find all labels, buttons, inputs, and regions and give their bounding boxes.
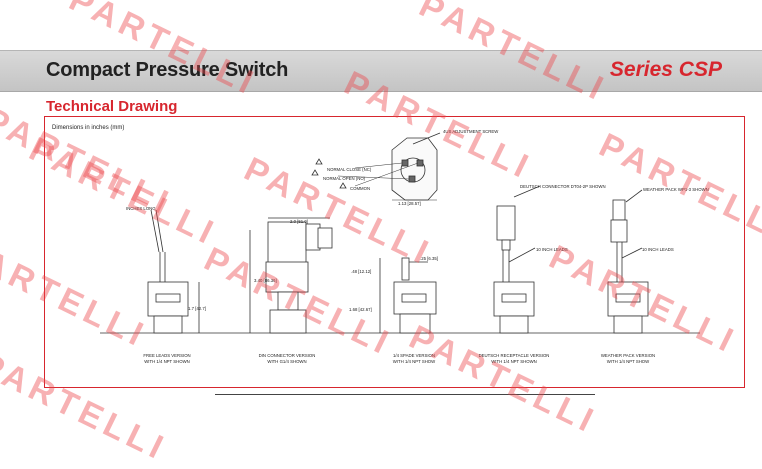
caption-weather-pack-sub: WITH 1/4 NPT SHOW (607, 359, 650, 364)
dimension-top: 1.13 [28.57] (398, 201, 421, 206)
dimension-din-width: 2.0 [51.0] (290, 219, 308, 224)
weather-pack-version (607, 189, 649, 334)
din-connector-version (249, 217, 333, 334)
caption-deutsch: DEUTSCH RECEPTACLE VERSION (479, 353, 550, 358)
bottom-table-edge (215, 394, 595, 401)
caption-din-sub: WITH G1/4 SHOWN (267, 359, 306, 364)
dimension-free-height: 1.7 [42.7] (188, 306, 206, 311)
callout-adjustment-screw: 4US ADJUSTMENT SCREW (443, 129, 499, 134)
dimension-spade-width: .25 [6.35] (420, 256, 438, 261)
callout-deutsch-connector: DEUTSCH CONNECTOR DT04-2P SHOWN (520, 184, 606, 189)
callout-weather-pack: WEATHER PACK WP1-3 SHOWN (643, 187, 709, 192)
technical-drawing: 4US ADJUSTMENT SCREW NORMAL CLOSE (NC) N… (100, 129, 709, 364)
callout-lead-length: INCHES LONG (126, 206, 156, 211)
caption-free-leads-sub: WITH 1/4 NPT SHOWN (144, 359, 190, 364)
callout-normal-open: NORMAL OPEN (NO) (323, 176, 366, 181)
callout-normal-close: NORMAL CLOSE (NC) (327, 167, 372, 172)
free-leads-version (147, 209, 200, 334)
document-title: Compact Pressure Switch (46, 59, 289, 81)
spade-version (379, 257, 437, 334)
caption-din: DIN CONNECTOR VERSION (259, 353, 316, 358)
caption-spade-sub: WITH 1/4 NPT SHOW (393, 359, 436, 364)
caption-deutsch-sub: WITH 1/4 NPT SHOWN (491, 359, 537, 364)
callout-common: COMMON (350, 186, 370, 191)
callout-leads-weather: 10 INCH LEADS (642, 247, 674, 252)
dimension-spade-top: .48 [12.12] (351, 269, 371, 274)
dimension-din-height: 3.40 [86.36] (254, 278, 277, 283)
terminal-top-view (337, 132, 441, 201)
header-band (0, 50, 762, 92)
dimension-spade-body: 1.68 [42.67] (349, 307, 372, 312)
caption-weather-pack: WEATHER PACK VERSION (601, 353, 655, 358)
deutsch-version (493, 185, 541, 334)
callout-leads-deutsch: 10 INCH LEADS (536, 247, 568, 252)
dimensions-note: Dimensions in inches (mm) (52, 125, 125, 131)
caption-free-leads: FREE LEADS VERSION (143, 353, 190, 358)
caption-spade: 1/4 SPADE VERSION (393, 353, 435, 358)
series-label: Series CSP (609, 58, 722, 81)
section-title: Technical Drawing (46, 98, 178, 115)
